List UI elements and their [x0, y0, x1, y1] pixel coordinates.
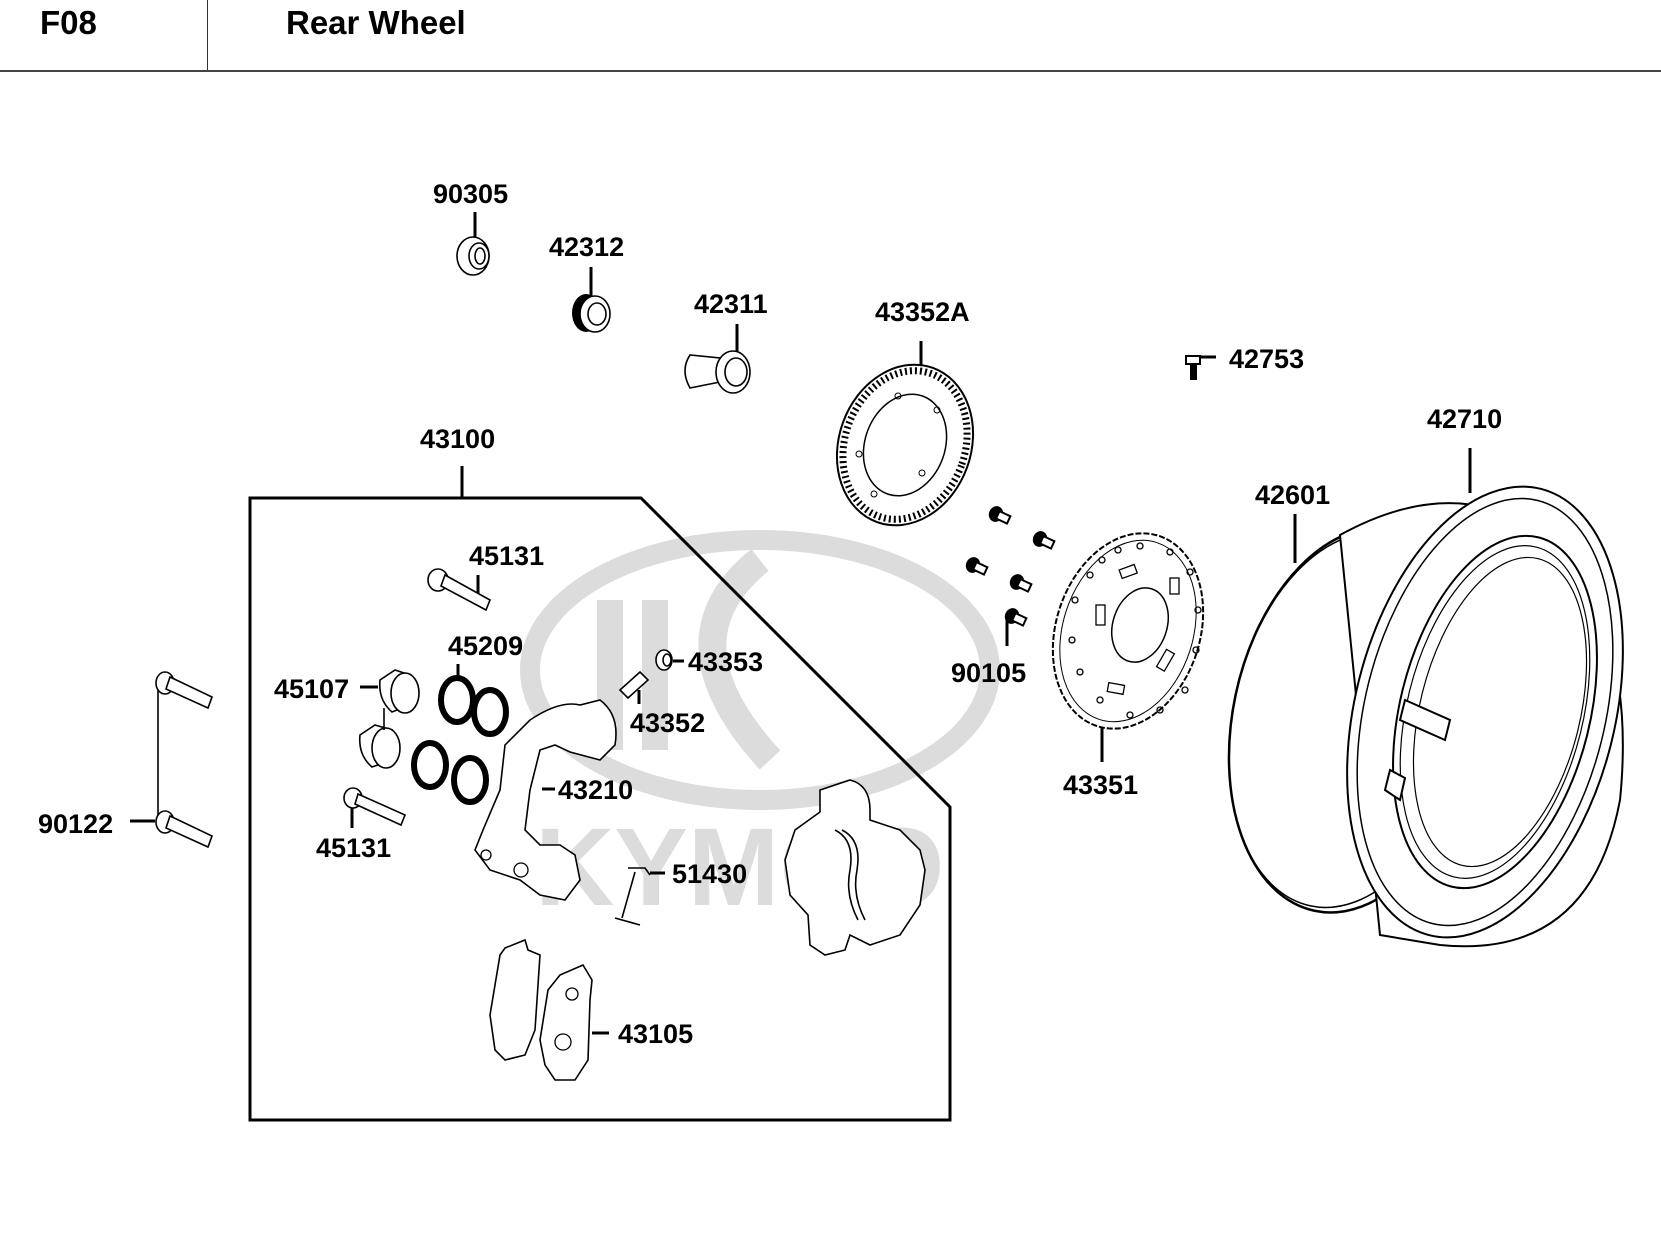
part-42710[interactable]: 42710 — [1427, 404, 1502, 493]
part-label-43210[interactable]: 43210 — [558, 775, 633, 805]
part-43210[interactable]: 43210 — [474, 699, 633, 901]
part-90122[interactable]: 90122 — [38, 671, 214, 849]
slide-pin-icon — [343, 787, 407, 827]
bleeder-cap-icon — [655, 649, 673, 671]
part-label-45131-upper[interactable]: 45131 — [469, 541, 544, 571]
part-label-42312[interactable]: 42312 — [549, 232, 624, 262]
watermark-k-arc — [698, 549, 781, 770]
part-42312[interactable]: 42312 — [549, 232, 624, 333]
part-label-90122[interactable]: 90122 — [38, 809, 113, 839]
caliper-bolt-icon — [155, 671, 214, 849]
part-label-45107[interactable]: 45107 — [274, 674, 349, 704]
tire-valve-icon — [1185, 355, 1201, 380]
part-43352A[interactable]: 43352A — [815, 297, 995, 545]
part-45209[interactable]: 45209 — [411, 631, 523, 805]
caliper-body-icon — [784, 779, 926, 956]
part-43352[interactable]: 43352 — [618, 670, 705, 738]
caliper-bracket-icon — [474, 699, 617, 901]
section-code: F08 — [40, 4, 97, 41]
flange-nut-icon — [456, 236, 490, 276]
part-42753[interactable]: 42753 — [1185, 344, 1304, 380]
part-label-42710[interactable]: 42710 — [1427, 404, 1502, 434]
part-label-42753[interactable]: 42753 — [1229, 344, 1304, 374]
collar-icon — [572, 294, 611, 333]
part-43351[interactable]: 43351 — [1029, 514, 1228, 800]
part-label-43100[interactable]: 43100 — [420, 424, 495, 454]
part-43105[interactable]: 43105 — [489, 938, 693, 1081]
slide-pin-icon — [427, 568, 492, 612]
brake-disc-icon — [1051, 532, 1205, 730]
part-42601[interactable]: 42601 — [1255, 480, 1330, 563]
header-divider — [207, 0, 208, 70]
part-43353[interactable]: 43353 — [655, 647, 763, 677]
part-label-43105[interactable]: 43105 — [618, 1019, 693, 1049]
section-title: Rear Wheel — [286, 4, 466, 41]
wheel-tire-icon — [1227, 485, 1624, 948]
part-label-43353[interactable]: 43353 — [688, 647, 763, 677]
abs-ring-icon — [835, 363, 975, 527]
part-label-43352[interactable]: 43352 — [630, 708, 705, 738]
part-label-90105[interactable]: 90105 — [951, 658, 1026, 688]
part-51430[interactable]: 51430 — [614, 859, 747, 926]
part-label-42601[interactable]: 42601 — [1255, 480, 1330, 510]
part-label-51430[interactable]: 51430 — [672, 859, 747, 889]
spacer-collar-icon — [684, 350, 751, 394]
part-label-43351[interactable]: 43351 — [1063, 770, 1138, 800]
pad-spring-icon — [614, 867, 651, 926]
piston-seal-icon — [411, 675, 509, 805]
part-label-43352A[interactable]: 43352A — [875, 297, 970, 327]
part-label-42311[interactable]: 42311 — [694, 289, 768, 319]
assembly-boundary — [248, 496, 952, 1122]
diagram-header: F08 Rear Wheel — [0, 0, 1661, 72]
watermark-ellipse — [520, 530, 1000, 810]
part-label-45131-lower[interactable]: 45131 — [316, 833, 391, 863]
part-45131-upper[interactable]: 45131 — [427, 541, 544, 612]
disc-bolt-icon — [965, 506, 1056, 627]
part-90105[interactable]: 90105 — [951, 504, 1056, 688]
piston-icon — [358, 669, 420, 769]
part-label-90305[interactable]: 90305 — [433, 179, 508, 209]
caliper-assembly-group: 43100 — [248, 424, 952, 1122]
part-45131-lower[interactable]: 45131 — [316, 787, 407, 863]
part-45107[interactable]: 45107 — [274, 669, 420, 769]
part-label-45209[interactable]: 45209 — [448, 631, 523, 661]
part-42311[interactable]: 42311 — [684, 289, 768, 394]
bleeder-screw-icon — [618, 670, 650, 700]
brake-pad-icon — [489, 938, 593, 1081]
part-90305[interactable]: 90305 — [433, 179, 508, 276]
